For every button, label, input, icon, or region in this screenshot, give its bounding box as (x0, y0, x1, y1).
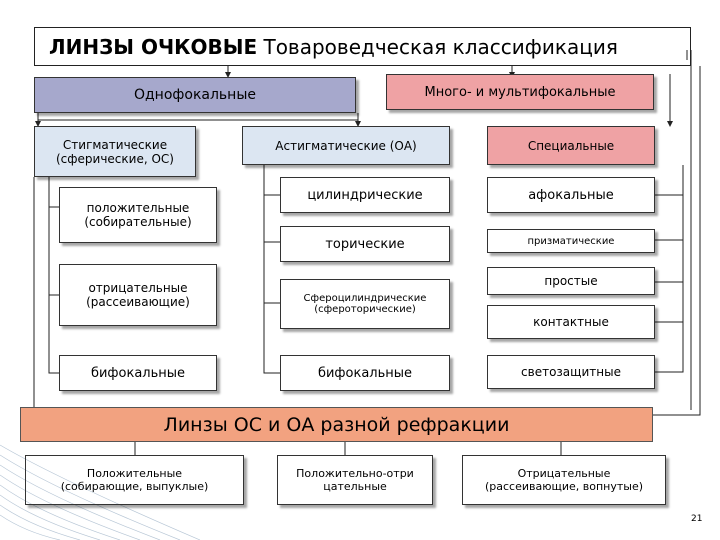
bottom-negative-line2: (рассеивающие, вопнутые) (484, 480, 644, 493)
stigmatic-line1: Стигматические (62, 137, 168, 152)
monofocal-box: Однофокальные (34, 77, 356, 113)
bottom-posneg-line1: Положительно-отри (296, 467, 414, 480)
corner-decoration (0, 444, 200, 540)
special-box: Специальные (487, 126, 655, 165)
special-sunprotect-box: светозащитные (487, 355, 655, 389)
stigmatic-negative-box: отрицательные (рассеивающие) (59, 264, 217, 326)
special-contact-box: контактные (487, 305, 655, 339)
stigmatic-bifocal-box: бифокальные (59, 355, 217, 391)
astigmatic-cylindrical-label: цилиндрические (307, 187, 423, 203)
astigmatic-cylindrical-box: цилиндрические (280, 177, 450, 213)
bottom-positive-line2: (собирающие, выпуклые) (60, 480, 209, 493)
monofocal-label: Однофокальные (133, 87, 256, 103)
stigmatic-line2: (сферические, ОС) (56, 151, 174, 166)
mixed-refraction-box: Линзы ОС и ОА разной рефракции (20, 407, 653, 442)
bottom-negative-box: Отрицательные (рассеивающие, вопнутые) (462, 455, 666, 505)
diagram-title: ЛИНЗЫ ОЧКОВЫЕ Товароведческая классифика… (34, 27, 691, 66)
special-prismatic-label: призматические (527, 235, 615, 247)
astigmatic-label: Астигматические (ОА) (275, 138, 417, 153)
stigmatic-negative-line1: отрицательные (88, 281, 188, 295)
special-simple-label: простые (544, 274, 598, 288)
bottom-positive-line1: Положительные (86, 467, 183, 480)
special-simple-box: простые (487, 267, 655, 295)
page-number: 21 (691, 514, 703, 524)
special-prismatic-box: призматические (487, 229, 655, 253)
stigmatic-box: Стигматические (сферические, ОС) (34, 126, 196, 177)
multifocal-label: Много- и мультифокальные (424, 84, 616, 100)
title-bold: ЛИНЗЫ ОЧКОВЫЕ (49, 34, 258, 59)
title-rest: Товароведческая классификация (257, 34, 618, 59)
astigmatic-spherocyl-line1: Сфероцилиндрические (303, 293, 427, 304)
special-sunprotect-label: светозащитные (521, 365, 621, 379)
astigmatic-box: Астигматические (ОА) (242, 126, 450, 165)
stigmatic-positive-box: положительные (собирательные) (59, 187, 217, 243)
special-contact-label: контактные (533, 315, 609, 329)
bottom-positive-box: Положительные (собирающие, выпуклые) (25, 455, 244, 505)
special-afocal-box: афокальные (487, 177, 655, 213)
astigmatic-spherocyl-box: Сфероцилиндрические (сфероторические) (280, 279, 450, 329)
bottom-negative-line1: Отрицательные (517, 467, 611, 480)
stigmatic-bifocal-label: бифокальные (90, 365, 186, 381)
astigmatic-spherocyl-line2: (сфероторические) (314, 304, 416, 315)
stigmatic-positive-line1: положительные (86, 201, 190, 215)
stigmatic-negative-line2: (рассеивающие) (86, 295, 190, 309)
special-afocal-label: афокальные (528, 187, 614, 203)
astigmatic-bifocal-label: бифокальные (317, 365, 413, 381)
bottom-posneg-box: Положительно-отри цательные (277, 455, 433, 505)
multifocal-box: Много- и мультифокальные (386, 74, 654, 110)
special-label: Специальные (527, 138, 615, 153)
astigmatic-toric-box: торические (280, 226, 450, 262)
astigmatic-toric-label: торические (325, 236, 405, 252)
bottom-posneg-line2: цательные (323, 480, 387, 493)
stigmatic-positive-line2: (собирательные) (84, 215, 192, 229)
astigmatic-bifocal-box: бифокальные (280, 355, 450, 391)
mixed-refraction-label: Линзы ОС и ОА разной рефракции (163, 413, 510, 436)
